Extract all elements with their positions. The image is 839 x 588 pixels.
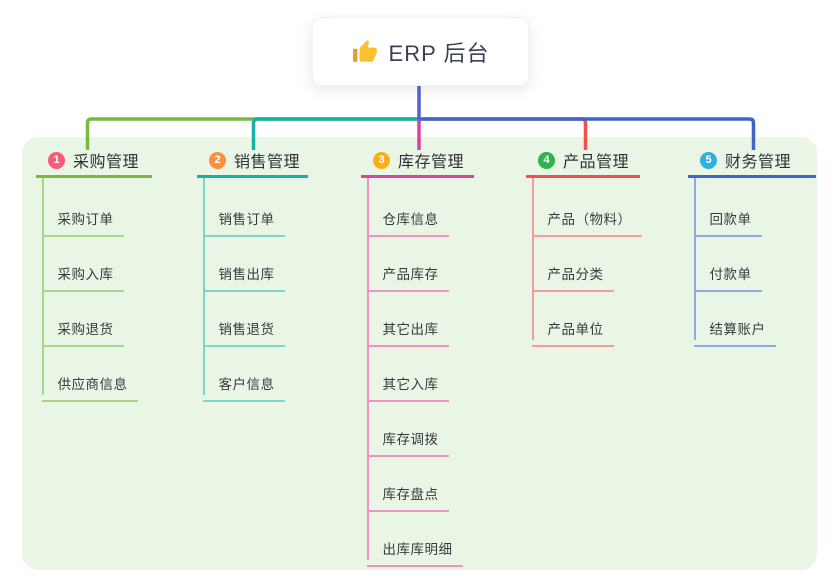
child-node-label: 客户信息	[218, 377, 275, 392]
child-node-label: 采购入库	[57, 267, 114, 282]
child-node[interactable]: 付款单	[693, 247, 762, 292]
child-node-label: 销售出库	[218, 267, 275, 282]
thumbs-up-icon	[352, 39, 378, 65]
child-node[interactable]: 销售订单	[202, 192, 285, 237]
branch-title-label: 库存管理	[398, 154, 465, 171]
child-node-label: 产品（物料）	[547, 212, 632, 227]
branch-spine-line	[693, 178, 696, 340]
branch-number-badge: 4	[538, 151, 555, 169]
child-node-label: 销售订单	[218, 212, 275, 227]
branch-title[interactable]: 1 采购管理	[36, 145, 152, 178]
branch-spine-line	[202, 178, 205, 395]
child-node[interactable]: 产品（物料）	[531, 192, 642, 237]
child-node-label: 其它出库	[382, 322, 439, 337]
child-node[interactable]: 仓库信息	[366, 192, 449, 237]
child-node-label: 回款单	[709, 212, 752, 227]
root-node[interactable]: ERP 后台	[312, 17, 529, 86]
child-node[interactable]: 产品分类	[531, 247, 614, 292]
child-node[interactable]: 其它出库	[366, 302, 449, 347]
branch-number-badge: 3	[373, 151, 390, 169]
branch-title-label: 销售管理	[234, 154, 301, 171]
branch-title[interactable]: 3 库存管理	[361, 145, 474, 178]
branch-spine-line	[366, 178, 369, 560]
branch-title[interactable]: 2 销售管理	[197, 145, 308, 178]
child-node-label: 供应商信息	[57, 377, 128, 392]
branch-spine-line	[41, 178, 44, 395]
branch-number-badge: 5	[700, 151, 717, 169]
child-node[interactable]: 结算账户	[693, 302, 776, 347]
branch-number-badge: 1	[48, 151, 65, 169]
child-node[interactable]: 库存盘点	[366, 467, 449, 512]
child-node-label: 产品分类	[547, 267, 604, 282]
branch-title[interactable]: 4 产品管理	[526, 145, 640, 178]
child-node-label: 产品库存	[382, 267, 439, 282]
branch-number-badge: 2	[209, 151, 226, 169]
branch-title[interactable]: 5 财务管理	[688, 145, 816, 178]
child-node[interactable]: 产品库存	[366, 247, 449, 292]
child-node[interactable]: 采购退货	[41, 302, 124, 347]
child-node[interactable]: 其它入库	[366, 357, 449, 402]
child-node-label: 结算账户	[709, 322, 766, 337]
branches-panel	[22, 137, 817, 570]
child-node[interactable]: 回款单	[693, 192, 762, 237]
child-node-label: 付款单	[709, 267, 752, 282]
child-node[interactable]: 销售退货	[202, 302, 285, 347]
child-node-label: 采购订单	[57, 212, 114, 227]
child-node[interactable]: 供应商信息	[41, 357, 138, 402]
child-node-label: 产品单位	[547, 322, 604, 337]
child-node[interactable]: 产品单位	[531, 302, 614, 347]
child-node[interactable]: 销售出库	[202, 247, 285, 292]
child-node-label: 库存盘点	[382, 487, 439, 502]
child-node-label: 其它入库	[382, 377, 439, 392]
child-node[interactable]: 客户信息	[202, 357, 285, 402]
child-node-label: 出库库明细	[382, 542, 453, 557]
child-node[interactable]: 库存调拨	[366, 412, 449, 457]
branch-title-label: 财务管理	[725, 154, 792, 171]
branch-title-label: 采购管理	[73, 154, 140, 171]
child-node-label: 库存调拨	[382, 432, 439, 447]
branch-title-label: 产品管理	[563, 154, 630, 171]
root-node-label: ERP 后台	[388, 40, 490, 66]
child-node[interactable]: 出库库明细	[366, 522, 463, 567]
child-node[interactable]: 采购订单	[41, 192, 124, 237]
child-node-label: 销售退货	[218, 322, 275, 337]
child-node-label: 采购退货	[57, 322, 114, 337]
child-node-label: 仓库信息	[382, 212, 439, 227]
child-node[interactable]: 采购入库	[41, 247, 124, 292]
branch-spine-line	[531, 178, 534, 340]
